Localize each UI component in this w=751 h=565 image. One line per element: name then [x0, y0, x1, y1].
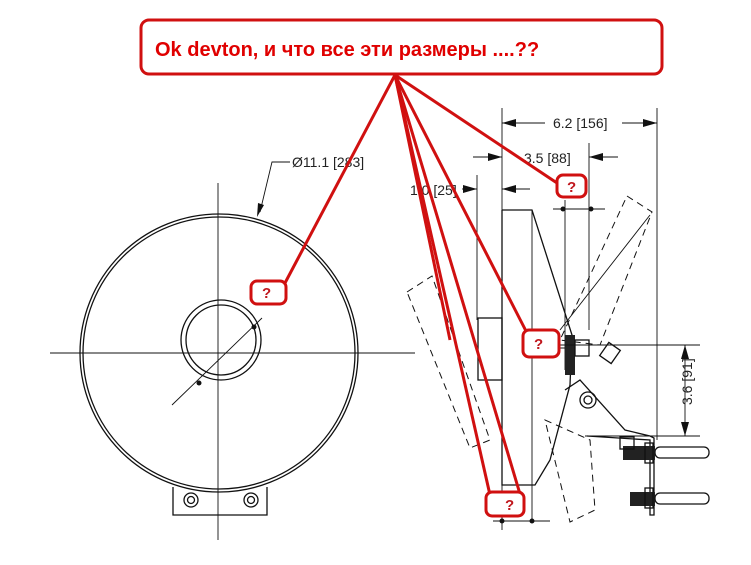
antenna-body	[501, 209, 573, 486]
callout-text: Ok devton, и что все эти размеры ....??	[155, 39, 539, 61]
front-view: Ø11.1 [283]	[50, 154, 415, 540]
mount-bracket	[172, 487, 268, 516]
question-box	[555, 173, 588, 199]
overall-depth-label: 6.2 [156]	[553, 115, 608, 131]
inner-hub	[180, 299, 262, 381]
question-mark: ?	[262, 285, 271, 302]
side-view: 6.2 [156] 3.5 [88] 1.0 [25] 3.	[406, 108, 710, 530]
hub-diameter-leader	[171, 317, 263, 406]
diameter-leader	[259, 161, 290, 213]
mount-height-label: 3.6 [91]	[679, 358, 695, 405]
question-box	[249, 279, 288, 306]
rear-hub	[477, 317, 503, 381]
question-box	[484, 490, 526, 518]
question-mark: ?	[567, 179, 576, 196]
inner-hub-rim	[185, 304, 257, 376]
annotations: Ok devton, и что все эти размеры ....?? …	[139, 18, 664, 518]
question-box	[521, 328, 561, 359]
mid-depth-label: 3.5 [88]	[524, 150, 571, 166]
callout-box	[139, 18, 664, 76]
question-mark: ?	[534, 336, 543, 353]
question-mark: ?	[505, 497, 514, 514]
